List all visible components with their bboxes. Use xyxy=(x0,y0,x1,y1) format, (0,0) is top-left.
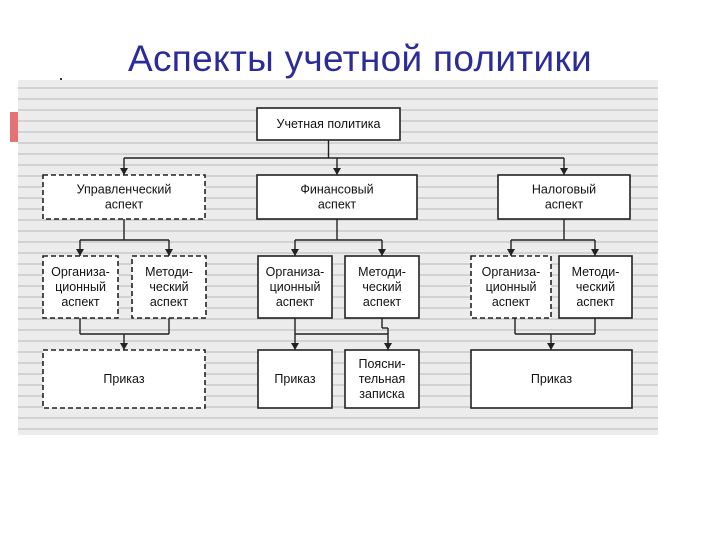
aspect-financial-label-line: аспект xyxy=(318,198,357,212)
document-mgmt-order-label-line: Приказ xyxy=(103,372,144,386)
document-mgmt-order-frame xyxy=(42,349,206,409)
sub-aspect-tax-method-label-line: ческий xyxy=(576,280,615,294)
document-fin-note-label-line: Поясни- xyxy=(358,357,405,371)
document-tax-order-frame xyxy=(470,349,633,409)
aspect-management-frame xyxy=(42,174,206,220)
arrowhead xyxy=(76,249,84,256)
sub-aspect-fin-method-frame xyxy=(344,255,420,319)
arrowhead xyxy=(560,168,568,175)
sub-aspect-tax-org-label-line: аспект xyxy=(492,295,531,309)
root-accounting-policy-label-line: Учетная политика xyxy=(277,117,381,131)
sub-aspect-mgmt-method-label-line: ческий xyxy=(149,280,188,294)
document-fin-note-label-line: тельная xyxy=(359,372,406,386)
sub-aspect-mgmt-org-label-line: Организа- xyxy=(51,265,110,279)
hierarchy-diagram: Учетная политикаУправленческийаспектФина… xyxy=(18,87,658,430)
sub-aspect-tax-method-label-line: Методи- xyxy=(572,265,620,279)
aspect-management-label-line: аспект xyxy=(105,198,144,212)
aspect-tax-frame xyxy=(497,174,631,220)
sub-aspect-mgmt-org-frame xyxy=(42,255,119,319)
arrowhead xyxy=(384,343,392,350)
sub-aspect-fin-method-label-line: ческий xyxy=(362,280,401,294)
document-tax-order-label-line: Приказ xyxy=(531,372,572,386)
sub-aspect-fin-org-label-line: Организа- xyxy=(266,265,325,279)
document-fin-note-frame xyxy=(344,349,420,409)
sub-aspect-tax-org-frame xyxy=(470,255,552,319)
aspect-management-label-line: Управленческий xyxy=(77,183,172,197)
sub-aspect-tax-org-label-line: Организа- xyxy=(482,265,541,279)
aspect-tax-label-line: Налоговый xyxy=(532,183,596,197)
sub-aspect-fin-org-label-line: ционный xyxy=(270,280,321,294)
aspect-financial-frame xyxy=(256,174,418,220)
arrowhead xyxy=(120,168,128,175)
sub-aspect-tax-method-frame xyxy=(558,255,633,319)
arrowhead xyxy=(378,249,386,256)
aspect-financial-label-line: Финансовый xyxy=(300,183,373,197)
sub-aspect-mgmt-org-label-line: аспект xyxy=(61,295,100,309)
arrowhead xyxy=(333,168,341,175)
document-fin-order-frame xyxy=(257,349,333,409)
sub-aspect-tax-org-label-line: ционный xyxy=(486,280,537,294)
arrowhead xyxy=(591,249,599,256)
document-fin-note-label-line: записка xyxy=(359,387,404,401)
arrowhead xyxy=(291,249,299,256)
document-fin-order-label-line: Приказ xyxy=(274,372,315,386)
sub-aspect-fin-org-label-line: аспект xyxy=(276,295,315,309)
arrowhead xyxy=(507,249,515,256)
root-accounting-policy-frame xyxy=(256,107,401,141)
arrowhead xyxy=(291,343,299,350)
sub-aspect-mgmt-org-label-line: ционный xyxy=(55,280,106,294)
arrowhead xyxy=(120,343,128,350)
document-tax-order: Приказ xyxy=(470,349,633,409)
root-accounting-policy: Учетная политика xyxy=(256,107,401,141)
slide-title: Аспекты учетной политики xyxy=(128,38,592,79)
sub-aspect-mgmt-method-label-line: аспект xyxy=(150,295,189,309)
sub-aspect-mgmt-method-label-line: Методи- xyxy=(145,265,193,279)
sub-aspect-tax-method-label-line: аспект xyxy=(576,295,615,309)
sub-aspect-mgmt-method-frame xyxy=(131,255,207,319)
sub-aspect-fin-method-label-line: Методи- xyxy=(358,265,406,279)
sub-aspect-fin-method-label-line: аспект xyxy=(363,295,402,309)
document-mgmt-order: Приказ xyxy=(42,349,206,409)
arrowhead xyxy=(165,249,173,256)
arrowhead xyxy=(547,343,555,350)
document-fin-order: Приказ xyxy=(257,349,333,409)
aspect-tax-label-line: аспект xyxy=(545,198,584,212)
sub-aspect-fin-org-frame xyxy=(257,255,333,319)
